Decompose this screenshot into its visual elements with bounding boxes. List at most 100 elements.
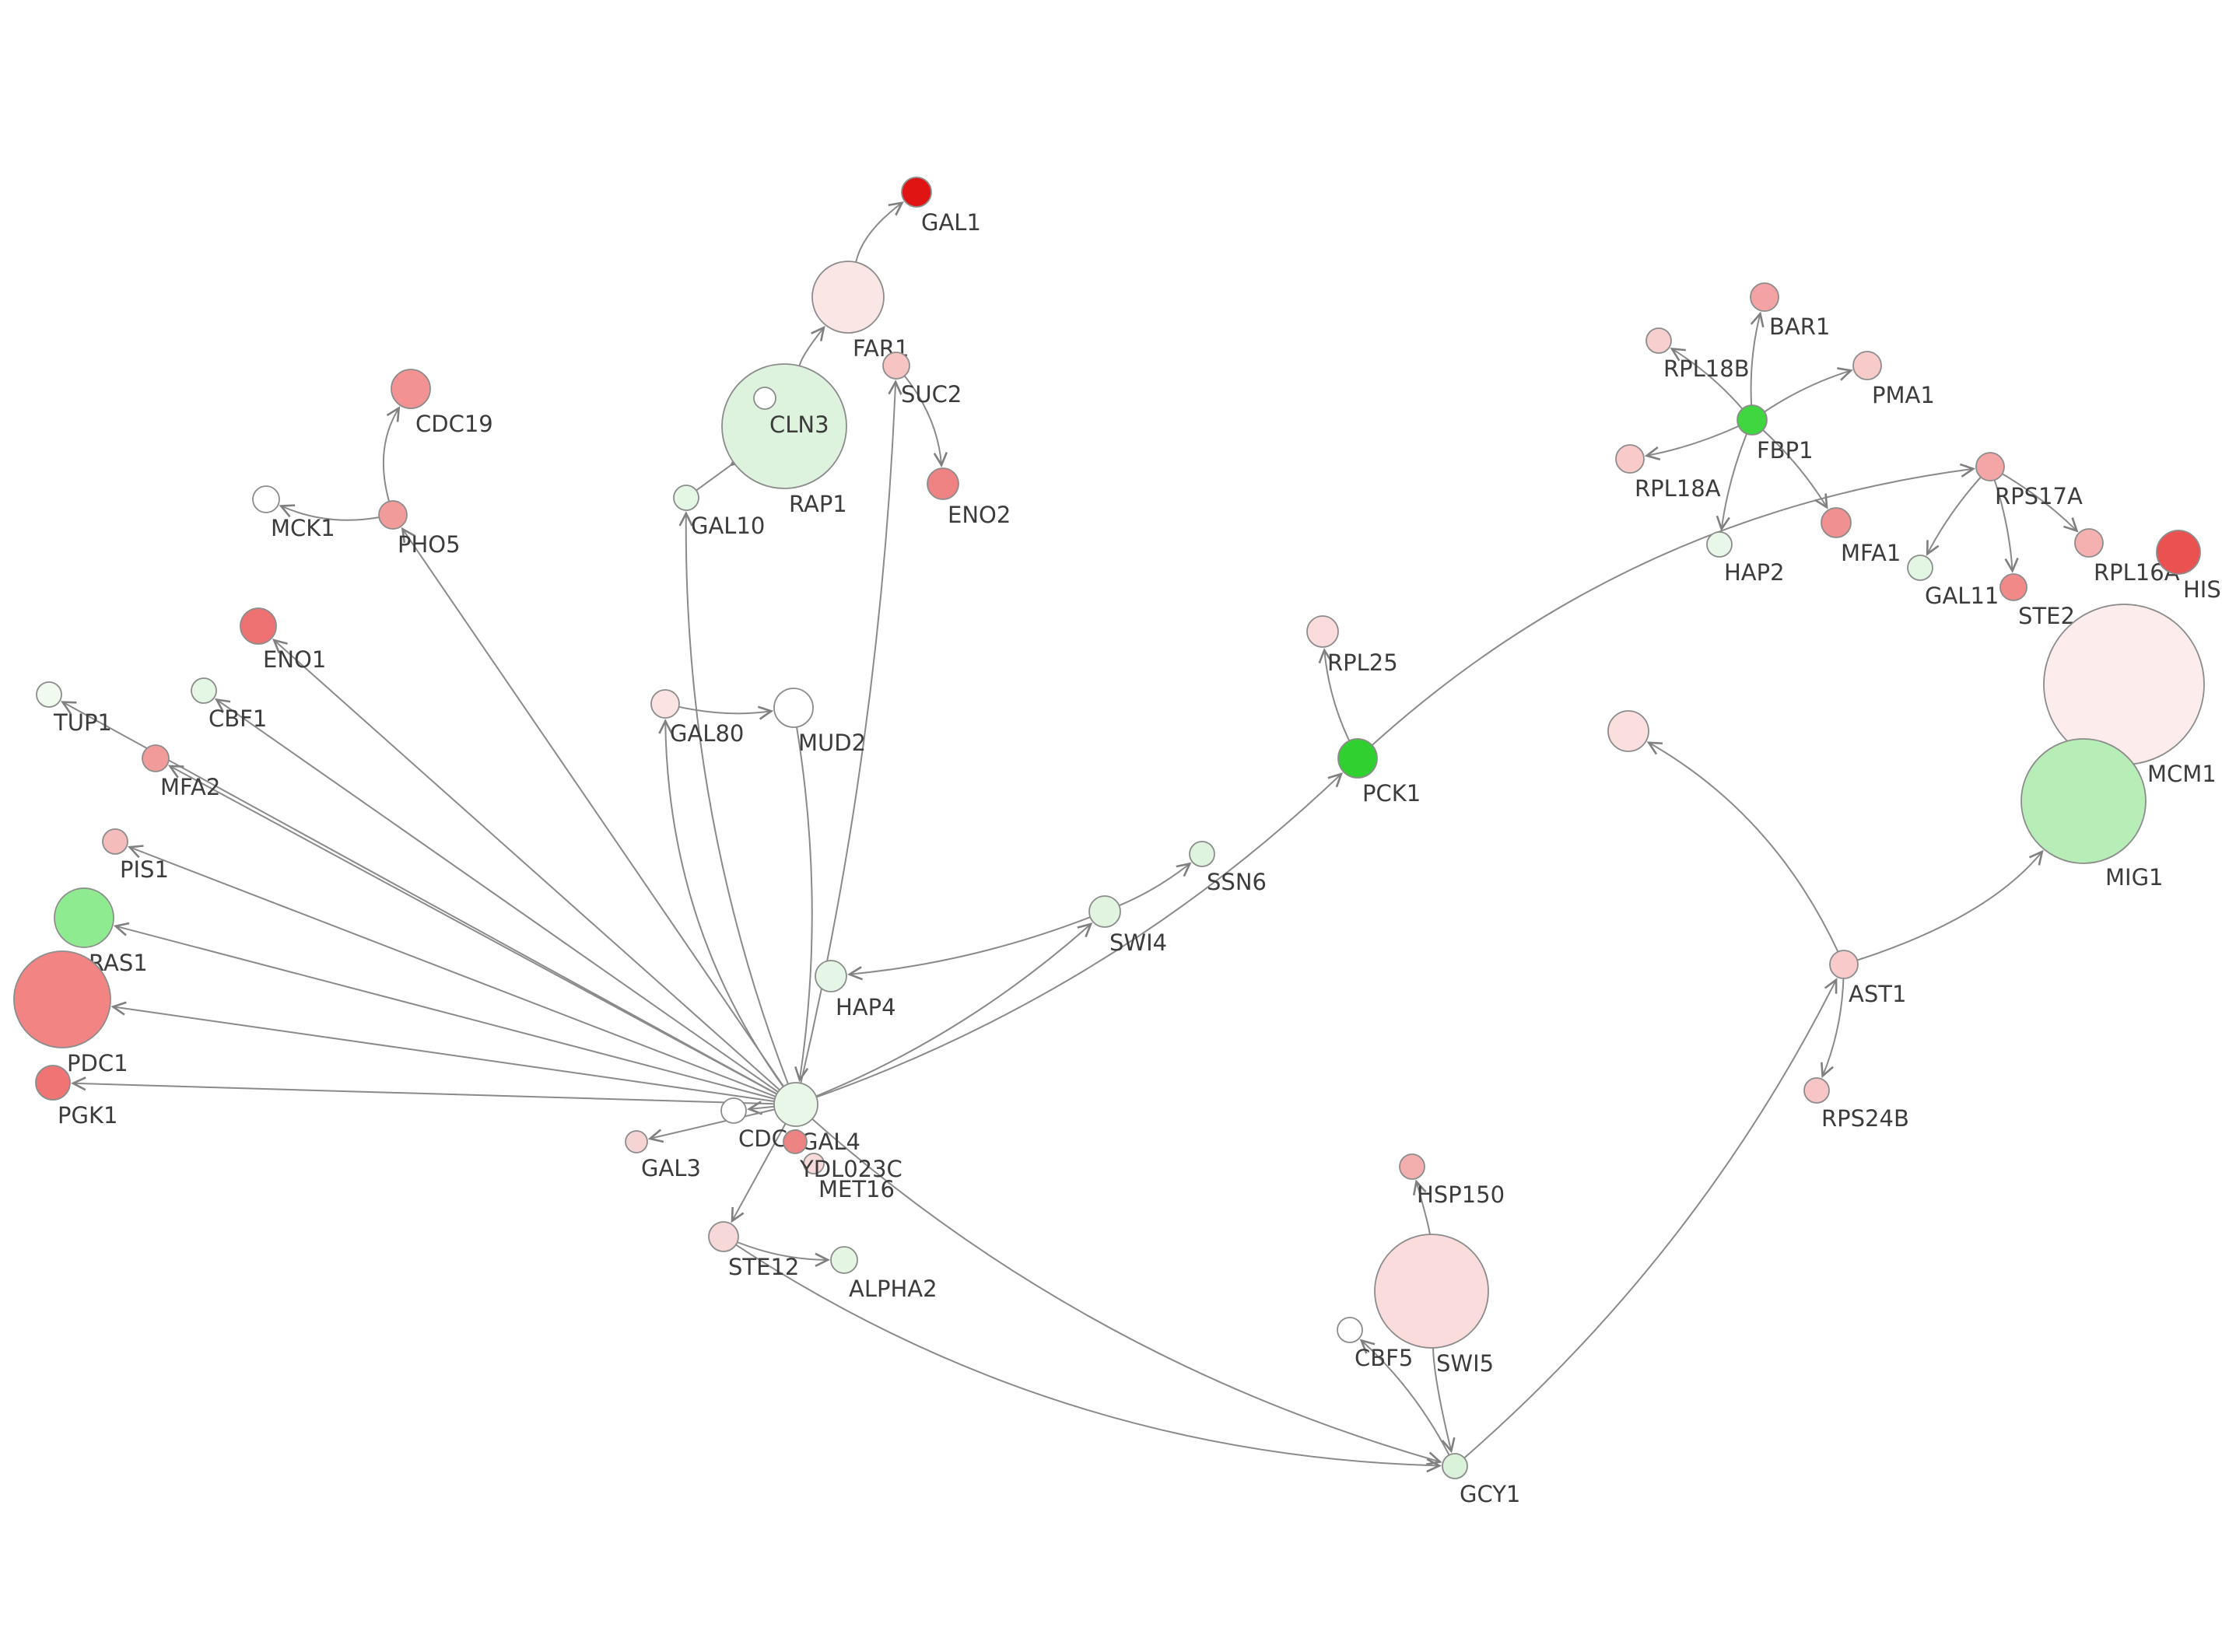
node-circle-GAL80[interactable] [650,689,680,719]
node-circle-BAR1[interactable] [1750,282,1779,312]
node-GAL1[interactable]: GAL1 [901,177,981,236]
node-circle-GAL4[interactable] [773,1082,818,1127]
edge-PCK1-RPS17A[interactable] [1371,463,1976,746]
node-circle-SSN6[interactable] [1189,841,1215,867]
node-circle-PDC1[interactable] [13,950,111,1048]
node-circle-GAL3[interactable] [625,1130,648,1153]
node-circle-ENO1[interactable] [240,607,277,645]
edge-FBP1-HAP2[interactable] [1716,433,1747,532]
node-GAL80[interactable]: GAL80 [650,689,744,747]
node-circle-HAP4[interactable] [815,960,847,992]
node-HSP150[interactable]: HSP150 [1399,1153,1505,1208]
node-circle-YDL023C[interactable] [783,1129,808,1154]
node-CDC19[interactable]: CDC19 [391,369,493,437]
edge-SWI4-HAP4[interactable] [847,916,1091,981]
node-circle-ENO2[interactable] [927,467,959,500]
node-MFA2[interactable]: MFA2 [142,744,220,800]
node-SSN6[interactable]: SSN6 [1189,841,1267,895]
node-ENO2[interactable]: ENO2 [927,467,1011,528]
node-circle-RAS1[interactable] [54,887,114,948]
node-circle-GAL1[interactable] [901,177,932,208]
node-circle-RPS17A[interactable] [1975,452,2005,481]
node-circle-RAP1[interactable] [721,363,847,489]
node-circle-SUC2[interactable] [882,352,910,380]
node-circle-RPL18B[interactable] [1645,327,1672,354]
edge-GAL4-PCK1[interactable] [816,772,1344,1098]
edge-RAP1-FAR1[interactable] [798,325,825,366]
edge-FBP1-RPL18B[interactable] [1670,347,1744,410]
edge-GCY1-AST1[interactable] [1463,978,1838,1459]
node-circle-SWI5[interactable] [1374,1234,1489,1349]
node-HAP4[interactable]: HAP4 [815,960,896,1020]
node-AST1[interactable]: AST1 [1829,950,1906,1007]
edge-FBP1-PMA1[interactable] [1764,367,1853,413]
edge-GAL10-RAP1[interactable] [696,452,746,492]
node-HIS4[interactable]: HIS4 [2156,530,2222,603]
node-YDL023C[interactable]: YDL023C [783,1129,902,1182]
node-CBF5[interactable]: CBF5 [1337,1317,1413,1371]
node-circle-HSP150[interactable] [1399,1153,1425,1180]
edge-GAL4-PDC1[interactable] [110,1001,775,1102]
node-circle-MUD2[interactable] [773,688,814,728]
node-circle-RPL25[interactable] [1306,615,1339,648]
edge-GAL4-PHO5[interactable] [401,527,785,1087]
node-GCY1[interactable]: GCY1 [1442,1453,1520,1507]
node-circle-HIS4[interactable] [2156,530,2201,575]
node-circle-STE12[interactable] [708,1221,739,1252]
edge-GAL4-STE12[interactable] [731,1123,787,1223]
edge-GAL4-CDC6[interactable] [747,1101,775,1115]
edge-FAR1-GAL1[interactable] [855,201,904,263]
node-STE2[interactable]: STE2 [1999,573,2075,629]
edge-FBP1-RPL18A[interactable] [1644,425,1740,461]
node-circle-PGK1[interactable] [35,1065,71,1101]
edge-GAL4-PIS1[interactable] [127,845,776,1097]
node-circle-MCK1[interactable] [252,485,280,513]
node-circle-MFA2[interactable] [142,744,170,772]
node-circle-CLN3[interactable] [753,387,776,410]
node-circle-RPS24B[interactable] [1803,1077,1830,1104]
node-RPL18A[interactable]: RPL18A [1615,444,1721,502]
node-SWI5[interactable]: SWI5 [1374,1234,1494,1377]
edge-AST1-MIG1[interactable] [1856,849,2044,961]
node-SUC2[interactable]: SUC2 [882,352,962,408]
edge-PCK1-RPL25[interactable] [1318,648,1351,741]
edge-SWI5-HSP150[interactable] [1412,1179,1431,1235]
node-circle-MIG1[interactable] [2020,738,2147,864]
edge-GAL4-RAS1[interactable] [113,922,776,1100]
node-FAR1[interactable]: FAR1 [811,261,909,362]
node-MCM1[interactable]: MCM1 [2043,604,2217,787]
edge-SUC2-ENO2[interactable] [903,375,948,467]
node-circle-MFA1[interactable] [1821,507,1852,538]
node-MFA1[interactable]: MFA1 [1821,507,1901,566]
edge-GAL4-SWI4[interactable] [815,922,1093,1097]
edge-STE12-ALPHA2[interactable] [737,1241,830,1268]
edge-PHO5-CDC19[interactable] [382,406,401,502]
node-ALPHA2[interactable]: ALPHA2 [830,1246,938,1302]
node-CLN3[interactable]: CLN3 [753,387,829,438]
node-RPS24B[interactable]: RPS24B [1803,1077,1909,1132]
node-circle-GAL11[interactable] [1907,555,1933,581]
edge-AST1-unlabeled[interactable] [1646,741,1839,953]
edge-GAL4-CBF1[interactable] [215,698,779,1093]
node-FBP1[interactable]: FBP1 [1737,404,1814,464]
node-PDC1[interactable]: PDC1 [13,950,128,1076]
edge-SWI5-GCY1[interactable] [1432,1347,1456,1454]
node-RPL25[interactable]: RPL25 [1306,615,1398,676]
edge-GAL4-GAL80[interactable] [658,719,784,1087]
node-GAL4[interactable]: GAL4 [773,1082,860,1155]
node-TUP1[interactable]: TUP1 [36,681,112,736]
node-PHO5[interactable]: PHO5 [378,500,461,558]
node-PIS1[interactable]: PIS1 [102,828,169,883]
node-circle-AST1[interactable] [1829,950,1859,979]
edge-RPS17A-RPL16A[interactable] [2001,473,2079,533]
node-RPL18B[interactable]: RPL18B [1645,327,1750,382]
node-PMA1[interactable]: PMA1 [1852,351,1935,408]
edge-GCY1-CBF5[interactable] [1359,1339,1450,1456]
node-circle-PMA1[interactable] [1852,351,1882,380]
edge-RPS17A-GAL11[interactable] [1926,476,1982,556]
node-circle-SWI4[interactable] [1088,895,1121,928]
node-circle-FAR1[interactable] [811,261,885,334]
node-BAR1[interactable]: BAR1 [1750,282,1830,340]
node-circle-CDC19[interactable] [391,369,431,409]
